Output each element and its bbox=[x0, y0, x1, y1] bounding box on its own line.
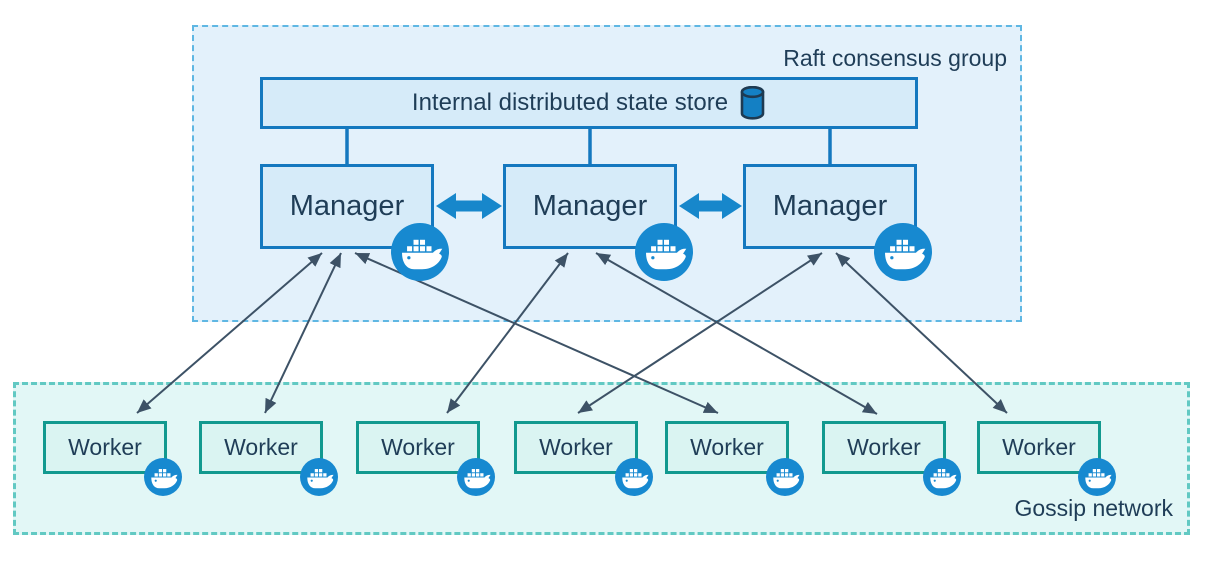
worker-6-box: Worker bbox=[822, 421, 946, 474]
docker-whale-icon bbox=[1078, 458, 1116, 496]
worker-4-box: Worker bbox=[514, 421, 638, 474]
state-store-box: Internal distributed state store bbox=[260, 77, 918, 129]
docker-whale-icon bbox=[457, 458, 495, 496]
raft-group-label: Raft consensus group bbox=[783, 45, 1007, 71]
worker-5-box: Worker bbox=[665, 421, 789, 474]
worker-4-label: Worker bbox=[539, 434, 613, 460]
worker-7-label: Worker bbox=[1002, 434, 1076, 460]
docker-whale-icon bbox=[300, 458, 338, 496]
worker-2-label: Worker bbox=[224, 434, 298, 460]
worker-1-box: Worker bbox=[43, 421, 167, 474]
worker-2-box: Worker bbox=[199, 421, 323, 474]
docker-whale-icon bbox=[923, 458, 961, 496]
manager-2-label: Manager bbox=[532, 190, 648, 222]
worker-7-box: Worker bbox=[977, 421, 1101, 474]
database-icon bbox=[740, 86, 765, 120]
docker-whale-icon bbox=[874, 223, 932, 281]
manager-1-label: Manager bbox=[289, 190, 405, 222]
gossip-network-label: Gossip network bbox=[1014, 495, 1173, 521]
worker-6-label: Worker bbox=[847, 434, 921, 460]
docker-whale-icon bbox=[615, 458, 653, 496]
docker-whale-icon bbox=[635, 223, 693, 281]
manager-3-label: Manager bbox=[772, 190, 888, 222]
docker-whale-icon bbox=[144, 458, 182, 496]
docker-whale-icon bbox=[391, 223, 449, 281]
worker-3-box: Worker bbox=[356, 421, 480, 474]
worker-1-label: Worker bbox=[68, 434, 142, 460]
worker-5-label: Worker bbox=[690, 434, 764, 460]
worker-3-label: Worker bbox=[381, 434, 455, 460]
docker-whale-icon bbox=[766, 458, 804, 496]
state-store-label: Internal distributed state store bbox=[411, 89, 729, 116]
